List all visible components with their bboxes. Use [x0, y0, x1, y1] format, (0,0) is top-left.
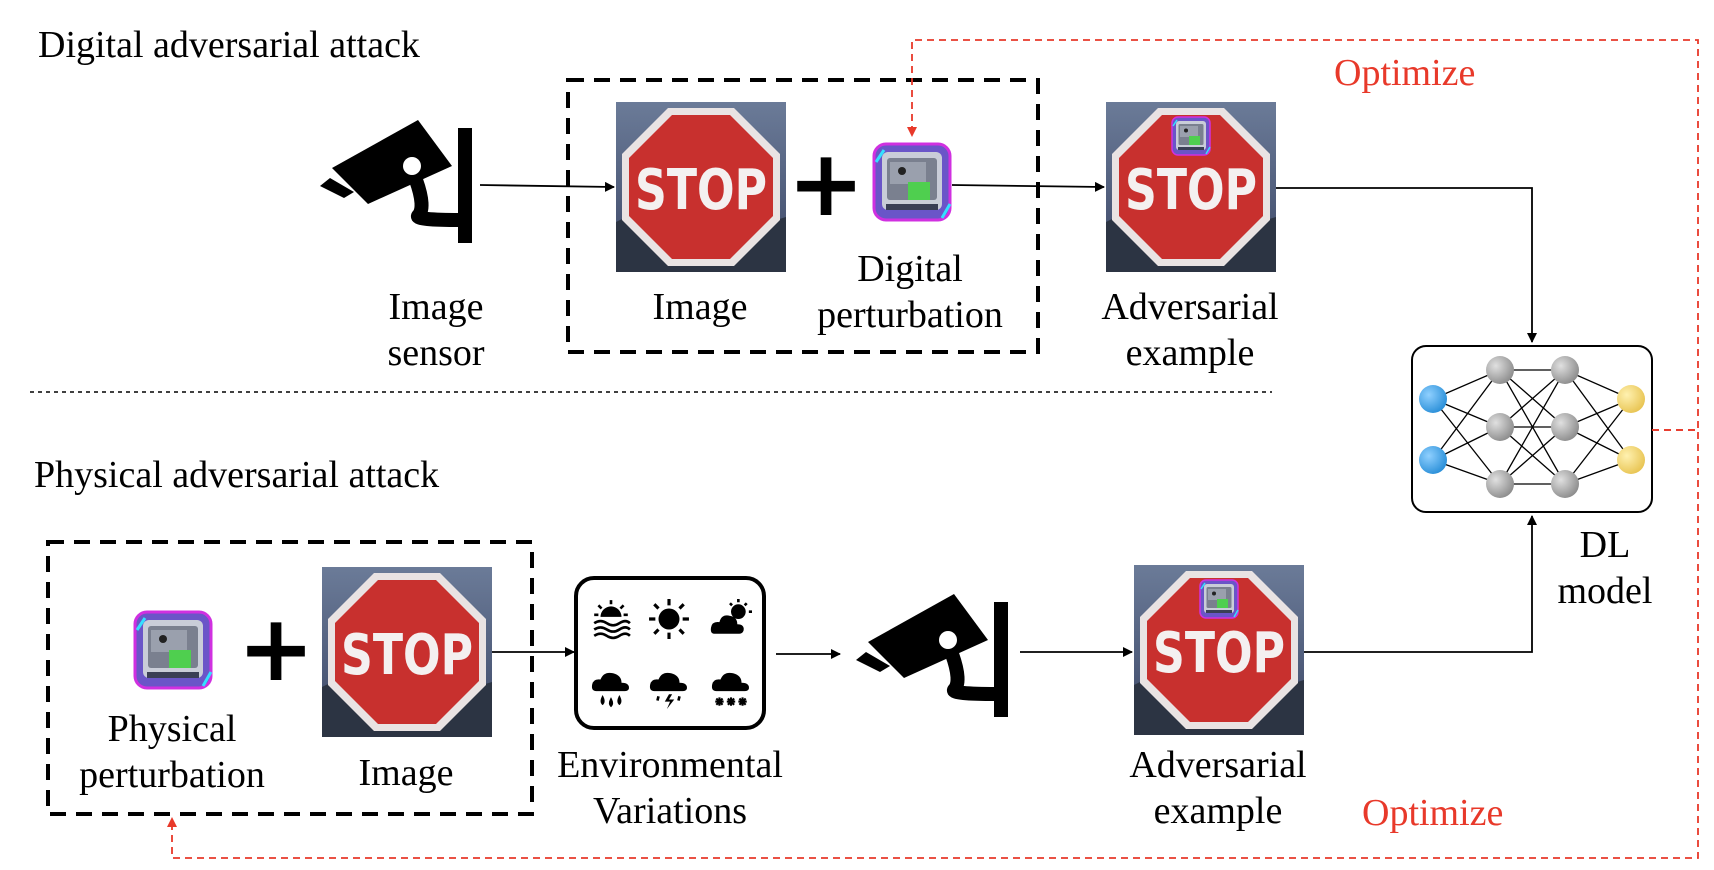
optimize-loop-bottom — [167, 429, 1699, 859]
environmental-variations-label: Environmental Variations — [557, 744, 783, 832]
stop-sign-image — [616, 102, 786, 272]
adversarial-example-label-bottom: Adversarial example — [1129, 744, 1307, 832]
arrow-sensor-to-image — [479, 181, 615, 192]
arrow-adversarial-to-model-bottom — [1304, 515, 1537, 653]
perturbation-patch-icon — [1199, 579, 1239, 619]
optimize-label-top: Optimize — [1334, 52, 1476, 94]
image-label-bottom: Image — [358, 752, 454, 794]
neural-network-icon — [1411, 345, 1653, 513]
adversarial-example-label-top: Adversarial example — [1101, 286, 1279, 374]
arrow-adversarial-to-model — [1276, 187, 1537, 343]
perturbation-patch-icon — [1171, 116, 1211, 156]
physical-input-dashed-box — [46, 540, 534, 816]
perturbation-patch-icon — [133, 610, 213, 690]
image-sensor-label: Image sensor — [387, 286, 485, 374]
section-title-physical: Physical adversarial attack — [34, 454, 440, 496]
image-label-top: Image — [652, 286, 748, 328]
camera-icon — [320, 120, 472, 243]
perturbation-patch-icon — [872, 142, 952, 222]
digital-perturbation-label: Digital perturbation — [817, 248, 1003, 336]
dl-model-label: DL model — [1557, 524, 1653, 612]
physical-perturbation-label: Physical perturbation — [79, 708, 265, 796]
camera-icon — [856, 594, 1008, 717]
optimize-label-bottom: Optimize — [1362, 792, 1504, 834]
plus-symbol: + — [237, 595, 314, 702]
section-title-digital: Digital adversarial attack — [38, 24, 420, 66]
digital-input-dashed-box — [566, 78, 1040, 354]
stop-sign-image — [322, 567, 492, 737]
weather-icon — [574, 576, 766, 730]
arrow-to-adversarial — [951, 181, 1105, 192]
plus-symbol: + — [787, 130, 864, 237]
